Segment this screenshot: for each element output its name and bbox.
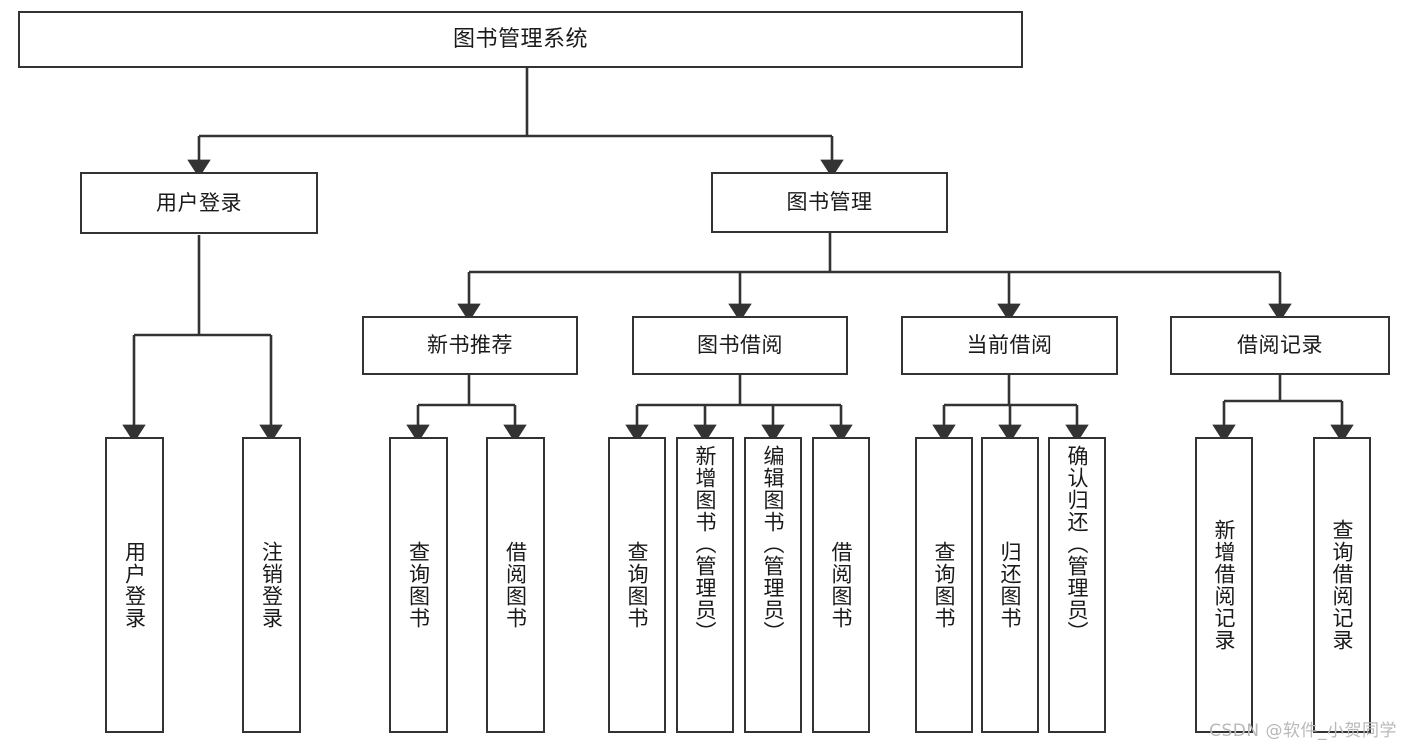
node-label: 归还图书 bbox=[998, 541, 1023, 629]
node-label: 图书管理系统 bbox=[452, 26, 588, 52]
node-leaf-add-borrow-record[interactable]: 新增借阅记录 bbox=[1195, 437, 1253, 733]
node-label: 当前借阅 bbox=[966, 333, 1053, 358]
node-leaf-logout[interactable]: 注销登录 bbox=[242, 437, 301, 733]
node-label: 用户登录 bbox=[156, 190, 242, 215]
node-label: 新增借阅记录 bbox=[1212, 519, 1237, 651]
node-label: 借阅记录 bbox=[1237, 333, 1323, 358]
node-leaf-edit-book[interactable]: 编辑图书（管理员） bbox=[744, 437, 802, 733]
node-label: 注销登录 bbox=[259, 541, 284, 629]
node-label: 查询借阅记录 bbox=[1330, 519, 1355, 651]
node-leaf-borrow-book[interactable]: 借阅图书 bbox=[812, 437, 870, 733]
node-root-system[interactable]: 图书管理系统 bbox=[18, 11, 1023, 68]
node-leaf-return-book[interactable]: 归还图书 bbox=[981, 437, 1039, 733]
node-label: 查询图书 bbox=[932, 541, 957, 629]
node-leaf-borrow-book-recommend[interactable]: 借阅图书 bbox=[486, 437, 545, 733]
node-book-manage[interactable]: 图书管理 bbox=[711, 172, 948, 233]
node-book-borrow[interactable]: 图书借阅 bbox=[632, 316, 848, 375]
node-leaf-query-book-current[interactable]: 查询图书 bbox=[915, 437, 973, 733]
node-leaf-confirm-return[interactable]: 确认归还（管理员） bbox=[1048, 437, 1106, 733]
node-label: 查询图书 bbox=[625, 541, 650, 629]
node-label: 借阅图书 bbox=[503, 541, 528, 629]
node-leaf-query-book-recommend[interactable]: 查询图书 bbox=[389, 437, 448, 733]
node-label: 图书借阅 bbox=[697, 333, 783, 358]
node-current-borrow[interactable]: 当前借阅 bbox=[901, 316, 1118, 375]
node-label: 确认归还（管理员） bbox=[1065, 445, 1090, 643]
csdn-watermark: CSDN @软件_小贺同学 bbox=[1209, 721, 1397, 741]
node-label: 用户登录 bbox=[122, 541, 147, 629]
node-label: 图书管理 bbox=[786, 190, 873, 215]
node-leaf-query-borrow-record[interactable]: 查询借阅记录 bbox=[1313, 437, 1371, 733]
node-label: 查询图书 bbox=[406, 541, 431, 629]
node-label: 编辑图书（管理员） bbox=[761, 445, 786, 643]
node-borrow-record[interactable]: 借阅记录 bbox=[1170, 316, 1390, 375]
node-user-login[interactable]: 用户登录 bbox=[80, 172, 318, 234]
node-label: 新增图书（管理员） bbox=[693, 445, 718, 643]
node-label: 借阅图书 bbox=[829, 541, 854, 629]
node-leaf-user-login[interactable]: 用户登录 bbox=[105, 437, 164, 733]
node-new-book-recommend[interactable]: 新书推荐 bbox=[362, 316, 578, 375]
node-leaf-add-book[interactable]: 新增图书（管理员） bbox=[676, 437, 734, 733]
node-leaf-query-book-borrow[interactable]: 查询图书 bbox=[608, 437, 666, 733]
node-label: 新书推荐 bbox=[427, 333, 513, 358]
